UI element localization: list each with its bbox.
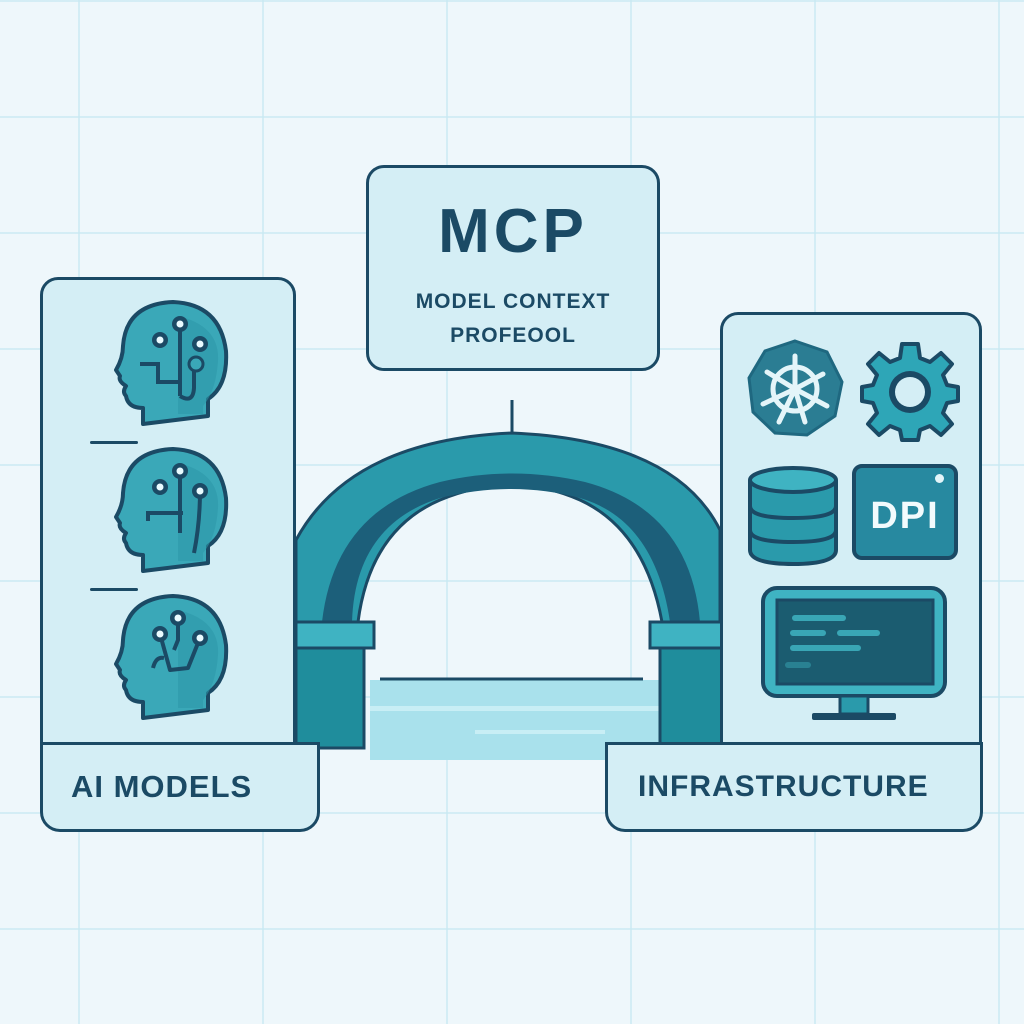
ai-models-label: AI MODELS (71, 769, 253, 804)
infrastructure-label-box: INFRASTRUCTURE (605, 742, 983, 832)
mcp-title: MCP (438, 197, 588, 266)
database-icon (748, 466, 838, 567)
indicator-dot (935, 474, 944, 483)
infrastructure-label: INFRASTRUCTURE (638, 770, 929, 803)
mcp-subtitle: MODEL CONTEXT PROFEOOL (416, 285, 611, 353)
mcp-box: MCP MODEL CONTEXT PROFEOOL (366, 165, 660, 371)
dpi-label: DPI (870, 494, 940, 537)
ai-head-icon (114, 447, 229, 573)
arch-bridge-icon (294, 400, 724, 760)
dpi-icon: DPI (852, 464, 958, 560)
divider-line (90, 588, 138, 591)
divider-line (90, 441, 138, 444)
ai-models-label-box: AI MODELS (40, 742, 320, 832)
gear-icon (860, 342, 960, 442)
mcp-subtitle-line1: MODEL CONTEXT (415, 290, 611, 313)
monitor-icon (761, 586, 947, 720)
ai-head-icon (114, 300, 229, 426)
mcp-subtitle-line2: PROFEOOL (450, 324, 576, 347)
kubernetes-helm-icon (747, 339, 844, 437)
ai-head-icon (114, 594, 229, 720)
